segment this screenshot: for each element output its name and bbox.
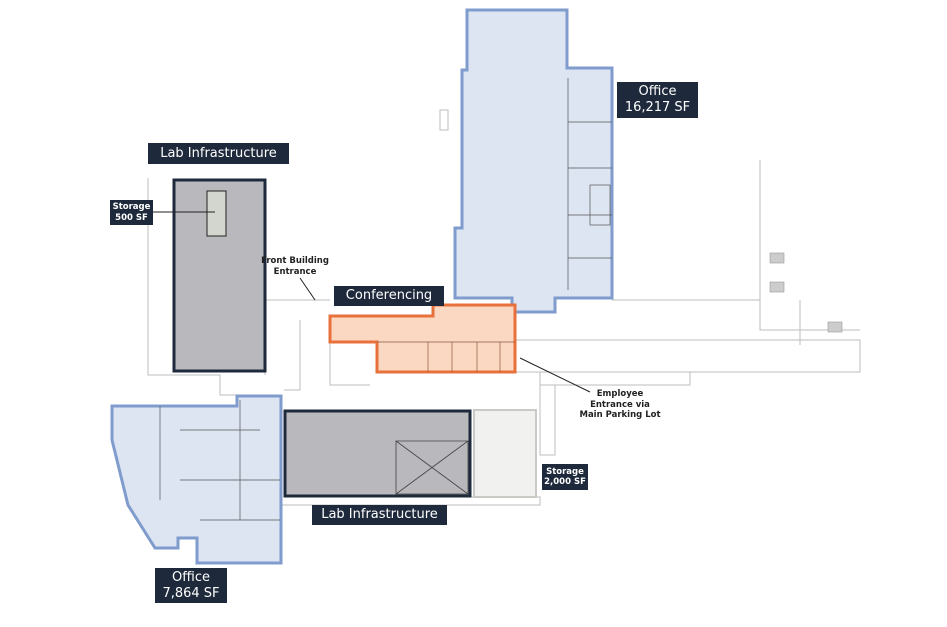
lab-south-detail: [395, 440, 469, 495]
office-south-area[interactable]: [110, 394, 283, 565]
lab-south-label: Lab Infrastructure: [312, 505, 447, 525]
employee-entrance-line2: Entrance via: [590, 399, 650, 410]
front-entrance-line1: Front Building: [261, 256, 329, 266]
storage-500-area-value: 500 SF: [115, 212, 148, 223]
conferencing-rooms: [377, 341, 515, 372]
office-north-area-value: 16,217 SF: [624, 100, 691, 115]
lab-west-name: Lab Infrastructure: [160, 145, 277, 161]
storage-500-name: Storage: [112, 202, 151, 213]
office-south-area-value: 7,864 SF: [162, 585, 220, 601]
office-south-label: Office 7,864 SF: [155, 568, 227, 603]
front-entrance-label: Front Building Entrance: [255, 256, 335, 277]
storage-500-area[interactable]: [206, 190, 227, 237]
office-north-rooms: [567, 78, 612, 290]
front-entrance-leader: [299, 277, 316, 301]
storage-2000-area-value: 2,000 SF: [544, 477, 586, 487]
conferencing-area[interactable]: [328, 303, 517, 374]
employee-entrance-label: Employee Entrance via Main Parking Lot: [575, 389, 665, 421]
front-entrance-line2: Entrance: [273, 266, 317, 277]
employee-entrance-line1: Employee: [596, 389, 644, 399]
office-south-rooms: [159, 400, 280, 521]
storage-500-label: Storage 500 SF: [110, 200, 153, 225]
lab-south-name: Lab Infrastructure: [321, 507, 438, 523]
office-north-name: Office: [638, 84, 677, 100]
employee-entrance-line3: Main Parking Lot: [579, 410, 661, 421]
lab-south-area[interactable]: [283, 409, 472, 498]
employee-entrance-leader: [519, 357, 591, 393]
storage-2000-label: Storage 2,000 SF: [542, 464, 588, 490]
site-markers: [769, 252, 843, 333]
office-north-area[interactable]: [453, 8, 614, 314]
lab-west-label: Lab Infrastructure: [148, 143, 289, 164]
storage-2000-area[interactable]: [473, 409, 537, 498]
office-north-label: Office 16,217 SF: [617, 82, 698, 118]
conferencing-name: Conferencing: [345, 288, 433, 304]
storage-2000-name: Storage: [546, 466, 584, 477]
conferencing-label: Conferencing: [334, 286, 444, 306]
office-south-name: Office: [172, 569, 210, 585]
